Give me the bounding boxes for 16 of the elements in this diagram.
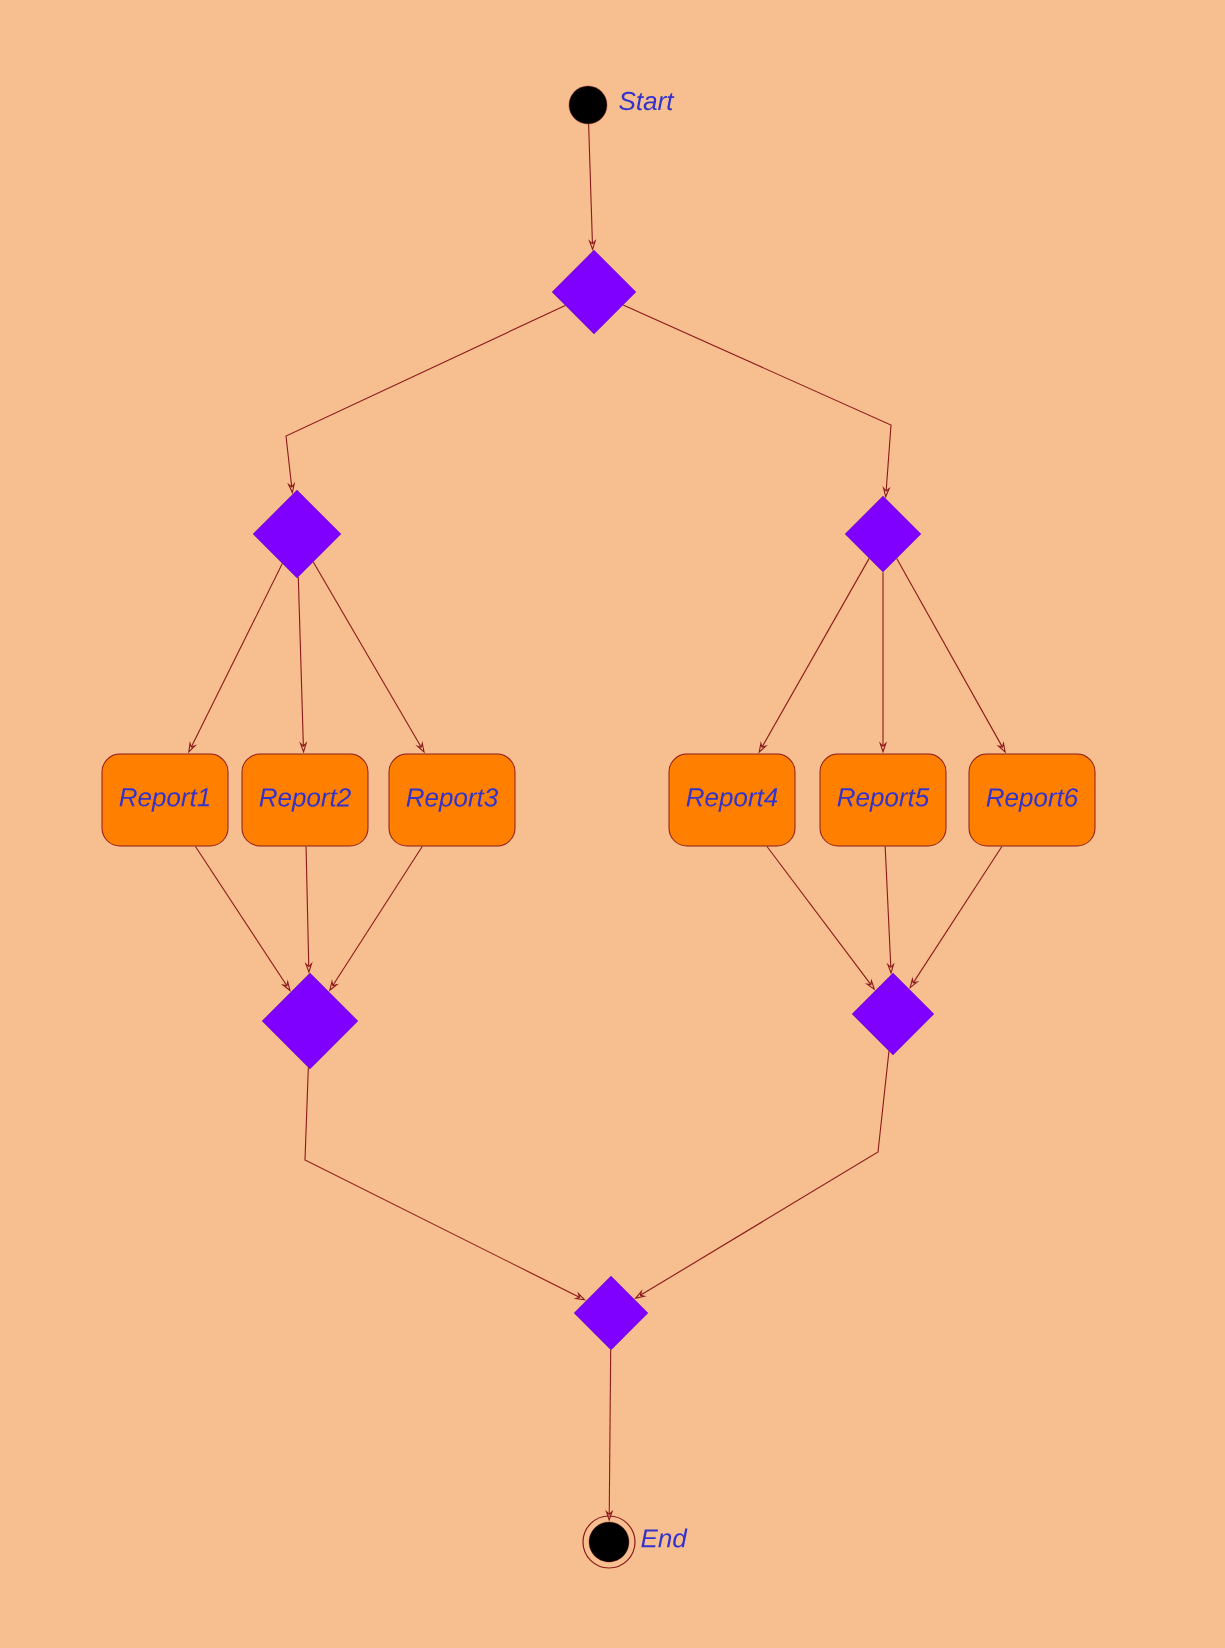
activity-box: Report1 (101, 753, 229, 847)
start-state (568, 85, 608, 125)
decision-diamond (261, 972, 359, 1070)
state-label: End (641, 1528, 688, 1548)
decision-diamond (252, 489, 342, 579)
state-label: Start (619, 91, 675, 111)
decision-diamond (573, 1275, 649, 1351)
activity-box: Report3 (388, 753, 516, 847)
activity-box: Report5 (819, 753, 947, 847)
activity-box: Report6 (968, 753, 1096, 847)
activity-box: Report2 (241, 753, 369, 847)
activity-box: Report4 (668, 753, 796, 847)
decision-diamond (844, 495, 922, 573)
decision-diamond (851, 972, 935, 1056)
end-state (582, 1515, 636, 1569)
decision-diamond (551, 249, 637, 335)
